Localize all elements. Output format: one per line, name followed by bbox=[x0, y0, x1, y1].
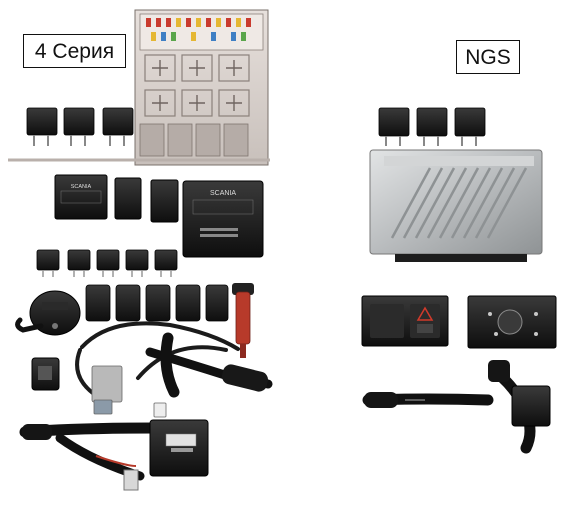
scania-control-unit: SCANIA bbox=[182, 180, 264, 258]
wiper-stalk-left bbox=[19, 422, 161, 491]
wiring-harness bbox=[75, 321, 240, 396]
series-4-label: 4 Серия bbox=[23, 34, 126, 68]
light-stalk-left bbox=[145, 332, 273, 398]
light-stalk-ngs bbox=[362, 392, 494, 408]
central-electric-unit bbox=[8, 9, 270, 166]
ignition-switch bbox=[15, 290, 81, 336]
light-switch-panel bbox=[467, 295, 557, 349]
steering-column-module bbox=[149, 419, 209, 477]
ngs-label: NGS bbox=[456, 40, 520, 74]
relays-ngs bbox=[378, 107, 486, 137]
central-ecu-ngs bbox=[369, 149, 543, 262]
relays-top-left bbox=[26, 107, 134, 136]
timer-relay-left: SCANIA bbox=[54, 174, 108, 220]
rocker-switches-row bbox=[85, 284, 229, 322]
scania-unit-text: SCANIA bbox=[210, 190, 236, 197]
cigarette-lighter bbox=[232, 283, 254, 358]
flasher-relay bbox=[114, 177, 142, 220]
mini-relays-row bbox=[36, 249, 178, 271]
relay-tall bbox=[150, 179, 179, 223]
hazard-switch-panel bbox=[361, 295, 449, 347]
scania-logo-text: SCANIA bbox=[71, 184, 92, 190]
connector-blocks bbox=[91, 365, 167, 418]
wiper-stalk-ngs bbox=[488, 360, 551, 454]
